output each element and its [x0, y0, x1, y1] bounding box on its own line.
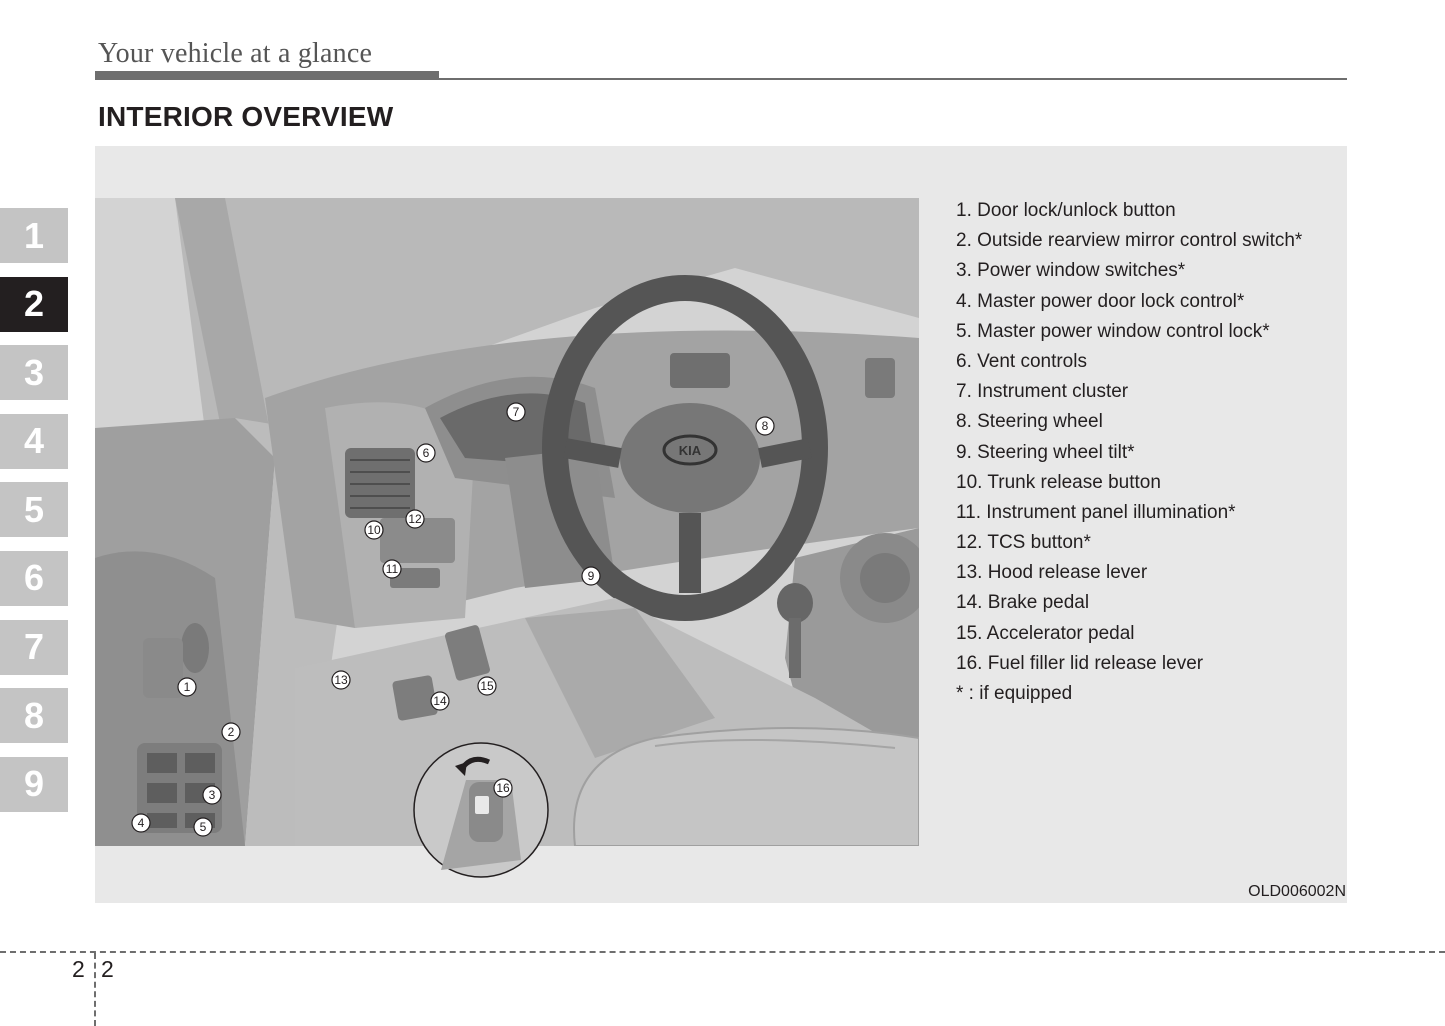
- fuel-lever-inset: 16: [413, 742, 549, 878]
- parts-legend: 1. Door lock/unlock button 2. Outside re…: [956, 196, 1341, 709]
- callout-4: 4: [131, 813, 151, 833]
- footer-divider: [0, 951, 1445, 953]
- callout-2: 2: [221, 722, 241, 742]
- page-number: 2: [101, 956, 114, 982]
- legend-item: 16. Fuel filler lid release lever: [956, 652, 1204, 674]
- svg-text:13: 13: [334, 673, 348, 687]
- svg-text:16: 16: [496, 781, 510, 795]
- legend-item: 6. Vent controls: [956, 350, 1087, 372]
- chapter-tab-8[interactable]: 8: [0, 688, 68, 744]
- legend-item: 8. Steering wheel: [956, 411, 1103, 433]
- legend-footnote: * : if equipped: [956, 683, 1073, 704]
- callout-1: 1: [177, 677, 197, 697]
- section-title: INTERIOR OVERVIEW: [98, 101, 394, 132]
- svg-text:10: 10: [367, 523, 381, 537]
- callout-14: 14: [430, 691, 450, 711]
- svg-text:6: 6: [423, 446, 430, 460]
- chapter-tab-3[interactable]: 3: [0, 345, 68, 401]
- callout-8: 8: [755, 416, 775, 436]
- callout-11: 11: [382, 559, 402, 579]
- svg-text:15: 15: [480, 679, 494, 693]
- callout-3: 3: [202, 785, 222, 805]
- legend-item: 14. Brake pedal: [956, 592, 1090, 614]
- svg-text:8: 8: [762, 419, 769, 433]
- callout-6: 6: [416, 443, 436, 463]
- callout-7: 7: [506, 402, 526, 422]
- chapter-tab-9[interactable]: 9: [0, 756, 68, 812]
- chapter-tab-4[interactable]: 4: [0, 413, 68, 469]
- svg-text:9: 9: [588, 569, 595, 583]
- legend-item: 9. Steering wheel tilt*: [956, 441, 1135, 463]
- svg-text:5: 5: [200, 820, 207, 834]
- legend-item: 13. Hood release lever: [956, 562, 1148, 584]
- svg-text:7: 7: [513, 405, 520, 419]
- svg-text:1: 1: [184, 680, 191, 694]
- legend-item: 15. Accelerator pedal: [956, 622, 1135, 644]
- chapter-tab-2[interactable]: 2: [0, 276, 68, 332]
- legend-item: 11. Instrument panel illumination*: [956, 501, 1236, 523]
- svg-text:4: 4: [138, 816, 145, 830]
- legend-item: 2. Outside rearview mirror control switc…: [956, 230, 1303, 252]
- callout-15: 15: [477, 676, 497, 696]
- brand-logo: KIA: [679, 443, 702, 458]
- legend-item: 5. Master power window control lock*: [956, 320, 1270, 342]
- image-code: OLD006002N: [1248, 883, 1346, 900]
- callout-5: 5: [193, 817, 213, 837]
- svg-text:14: 14: [433, 694, 447, 708]
- svg-text:3: 3: [209, 788, 216, 802]
- callout-13: 13: [331, 670, 351, 690]
- callout-16: 16: [493, 778, 513, 798]
- callout-12: 12: [405, 509, 425, 529]
- chapter-tabs: 1 2 3 4 5 6 7 8 9: [0, 208, 68, 825]
- legend-item: 7. Instrument cluster: [956, 381, 1129, 403]
- footer-vertical-divider: [94, 953, 96, 1026]
- legend-item: 3. Power window switches*: [956, 260, 1186, 282]
- header-rule-thin: [439, 78, 1347, 80]
- legend-item: 10. Trunk release button: [956, 471, 1161, 493]
- header-rule-thick: [95, 71, 439, 80]
- svg-text:12: 12: [408, 512, 422, 526]
- page-section: 2: [72, 956, 85, 982]
- svg-text:11: 11: [386, 562, 399, 576]
- chapter-tab-6[interactable]: 6: [0, 550, 68, 606]
- legend-item: 1. Door lock/unlock button: [956, 200, 1176, 221]
- callout-9: 9: [581, 566, 601, 586]
- interior-illustration: KIA 1 2 3 4 5 6 7 8 9 10 11 12 13 14 15: [95, 198, 919, 846]
- running-header: Your vehicle at a glance: [98, 38, 373, 69]
- callout-10: 10: [364, 520, 384, 540]
- chapter-tab-1[interactable]: 1: [0, 208, 68, 263]
- svg-text:2: 2: [228, 725, 235, 739]
- legend-item: 4. Master power door lock control*: [956, 290, 1245, 312]
- legend-item: 12. TCS button*: [956, 532, 1091, 554]
- chapter-tab-5[interactable]: 5: [0, 482, 68, 538]
- chapter-tab-7[interactable]: 7: [0, 619, 68, 675]
